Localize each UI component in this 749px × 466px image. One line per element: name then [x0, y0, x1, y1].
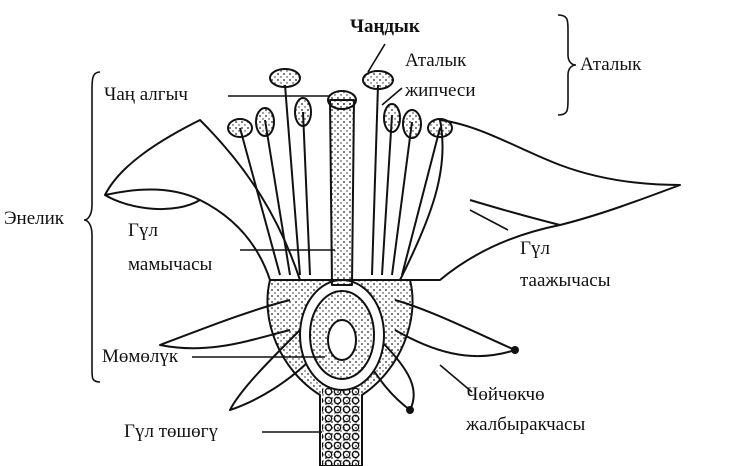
stigma — [327, 90, 357, 110]
label-sepal-line1: Чөйчөкчө — [466, 384, 545, 405]
label-stamen: Аталык — [580, 54, 642, 75]
label-filament-line2: жипчеси — [405, 80, 476, 101]
label-receptacle: Гүл төшөгү — [124, 421, 218, 442]
label-ovary: Мөмөлүк — [102, 346, 179, 367]
label-corolla-line2: таажычасы — [520, 270, 611, 291]
style — [329, 99, 355, 286]
sepal-left — [159, 299, 291, 350]
label-filament-line1: Аталык — [405, 50, 467, 71]
ovule — [327, 319, 357, 361]
leader-lines — [83, 14, 577, 433]
label-corolla-line1: Гүл — [520, 238, 550, 259]
label-anther: Чаңдык — [350, 16, 420, 37]
petal-left — [104, 119, 301, 281]
pistil-brace — [83, 71, 101, 383]
sepal-left-2 — [229, 329, 311, 411]
label-style-line2: мамычасы — [128, 254, 213, 275]
label-pistil: Энелик — [4, 208, 65, 229]
label-style-line1: Гүл — [128, 220, 158, 241]
stamens — [227, 68, 453, 276]
label-stigma: Чаң алгыч — [104, 84, 188, 105]
stamen-brace — [557, 14, 577, 116]
petal-left-outer — [104, 194, 201, 210]
label-sepal-line2: жалбыракчасы — [466, 414, 586, 435]
petal-right — [399, 119, 681, 281]
